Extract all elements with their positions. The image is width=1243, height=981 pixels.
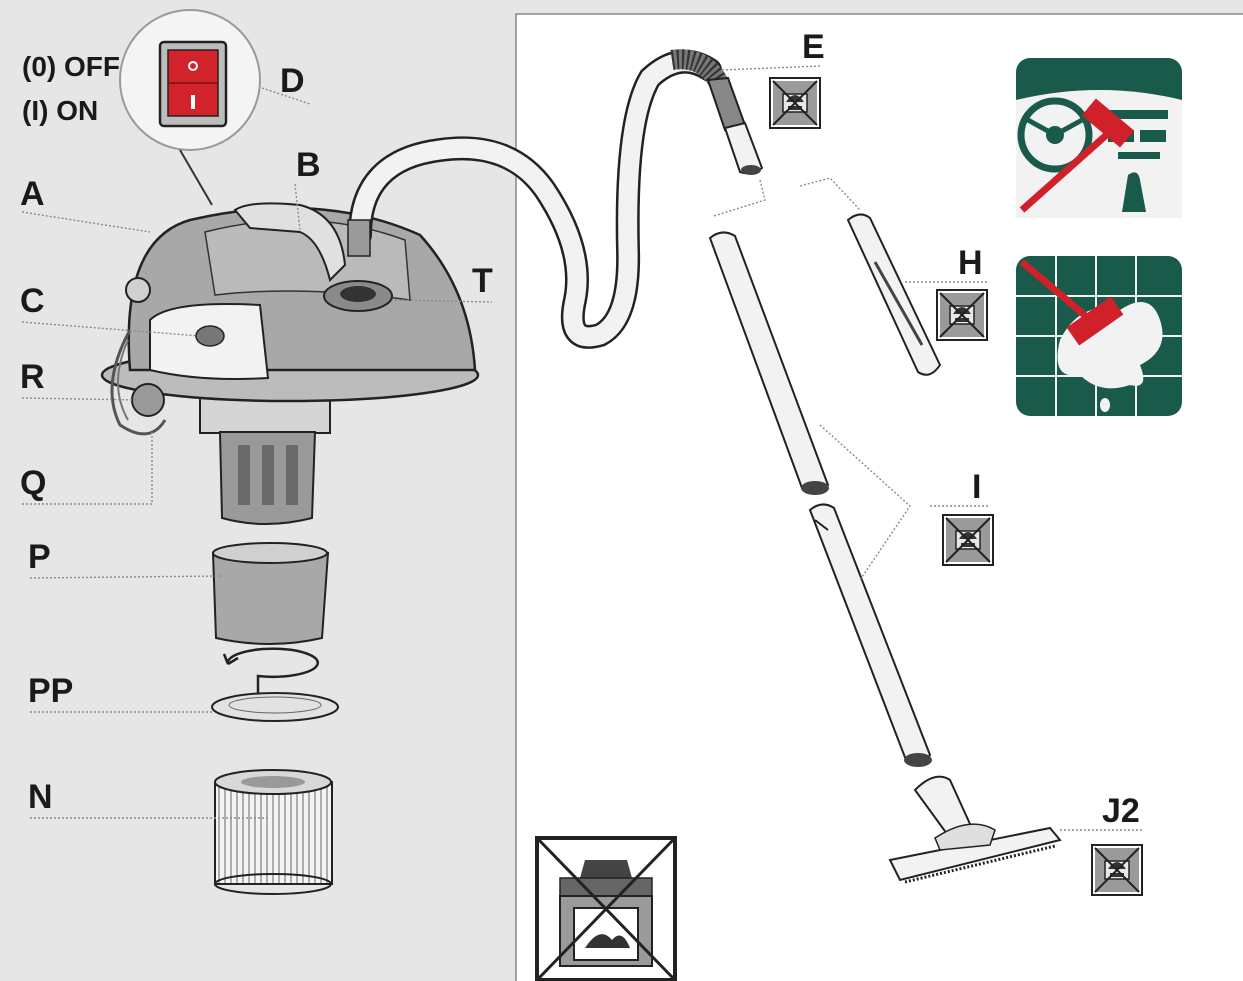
no-ash-icon [1091,844,1143,896]
label-r: R [20,358,45,396]
handle [233,202,347,282]
hose [347,49,764,349]
label-a: A [20,175,45,213]
car-interior-icon [1016,58,1182,218]
cartridge-filter [214,769,333,895]
floor-nozzle [888,775,1062,884]
label-t: T [472,262,493,300]
switch-on-mark [191,95,195,109]
no-ash-icon [936,289,988,341]
switch-off-mark [188,61,198,71]
label-e: E [802,28,825,66]
filter-bag [211,542,330,645]
knob [195,325,225,347]
no-ash-icon [942,514,994,566]
label-pp: PP [28,672,73,710]
label-i: I [972,468,981,506]
vacuum-body [100,202,480,525]
filter-plate [211,647,339,722]
wet-floor-icon [1016,256,1182,416]
no-fireplace-icon [535,836,677,981]
label-p: P [28,538,51,576]
switch-off-label: (0) OFF [22,51,120,82]
label-h: H [958,244,983,282]
label-b: B [296,146,321,184]
no-ash-icon [769,77,821,129]
label-n: N [28,778,53,816]
label-c: C [20,282,45,320]
label-j2: J2 [1102,792,1140,830]
label-q: Q [20,464,46,502]
label-d: D [280,62,305,100]
switch-on-label: (I) ON [22,95,98,126]
extension-tubes [708,231,932,767]
switch-callout [119,9,261,206]
